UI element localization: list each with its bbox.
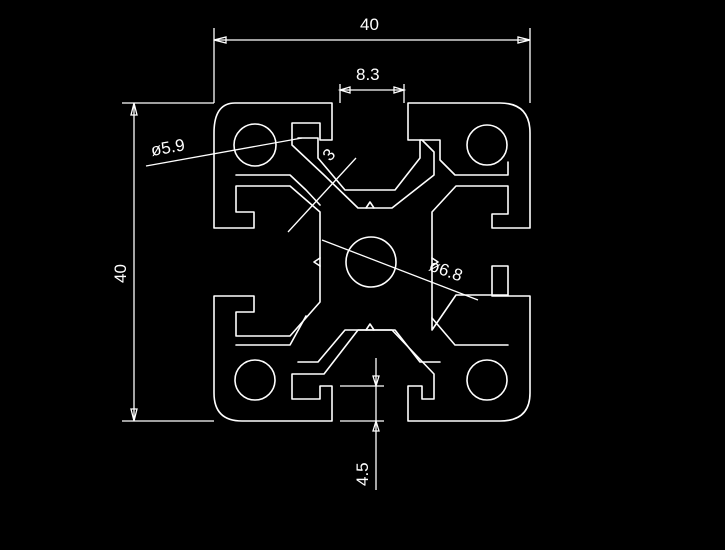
center-hole-leader	[321, 239, 479, 301]
corner-hole-bottom-right	[466, 359, 508, 401]
wall-thickness-leader	[287, 157, 357, 233]
profile-inner-web	[235, 137, 509, 363]
width-arrows	[213, 36, 531, 44]
core-notches	[313, 201, 439, 331]
height-arrows	[130, 102, 138, 422]
corner-hole-bottom-left	[234, 359, 276, 401]
corner-hole-diameter-label: ø5.9	[149, 135, 186, 160]
width-dimension-label: 40	[360, 15, 379, 34]
slot-depth-label: 4.5	[353, 462, 372, 486]
profile-outer-outline	[213, 102, 531, 422]
slot-arrows	[337, 86, 407, 94]
center-hole	[345, 236, 397, 288]
slot-width-label: 8.3	[356, 65, 380, 84]
depth-arrows	[372, 375, 380, 432]
corner-hole-top-left	[233, 123, 277, 167]
height-dimension-label: 40	[111, 264, 130, 283]
corner-hole-top-right	[466, 124, 508, 166]
corner-hole-leader	[145, 137, 303, 167]
